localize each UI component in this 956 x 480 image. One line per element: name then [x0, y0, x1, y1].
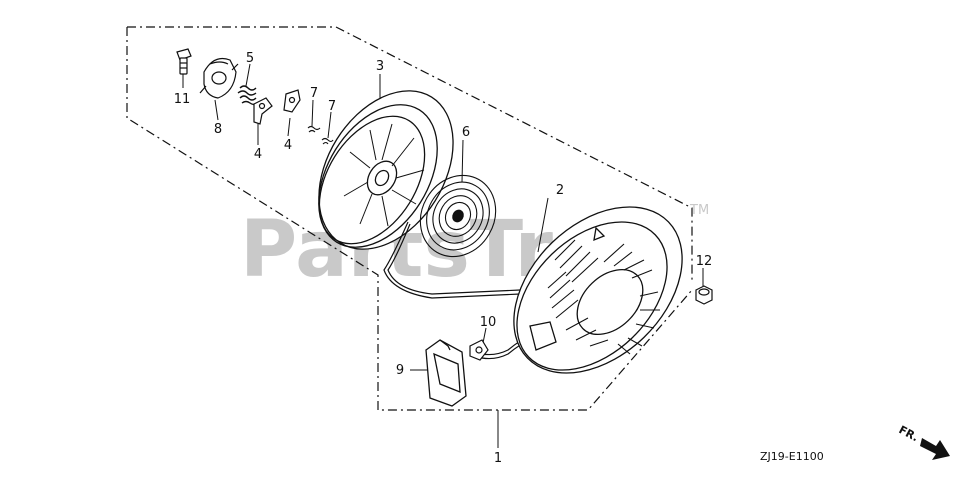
- callout-10: 10: [480, 315, 497, 330]
- small-spring-7-a: [307, 125, 321, 133]
- assembly-outline: [126, 26, 693, 411]
- front-arrow-icon: [920, 438, 950, 460]
- spring-5: [237, 85, 258, 106]
- small-spring-7-b: [321, 137, 334, 145]
- spiral-spring-6: [419, 174, 497, 258]
- rope-guide-10: [469, 339, 489, 361]
- diagram-code: ZJ19-E1100: [760, 450, 824, 463]
- bolt-11: [176, 48, 192, 75]
- front-direction-marker: FR.: [897, 423, 950, 460]
- reel-pulley-3: [318, 90, 454, 250]
- callout-12: 12: [696, 254, 713, 269]
- callout-1: 1: [494, 451, 502, 466]
- callout-6: 6: [462, 125, 470, 140]
- callout-7-b: 7: [328, 99, 336, 114]
- callout-3: 3: [376, 59, 384, 74]
- callout-4-b: 4: [284, 138, 292, 153]
- friction-plate-8: [199, 57, 239, 99]
- ratchet-4-a: [253, 97, 273, 125]
- callout-8: 8: [214, 122, 222, 137]
- callout-5: 5: [246, 51, 254, 66]
- callout-7-a: 7: [310, 86, 318, 101]
- front-direction-label: FR.: [897, 423, 921, 444]
- nut-12: [695, 285, 713, 305]
- watermark-trademark: TM: [689, 203, 709, 218]
- grip-handle-9: [425, 339, 467, 407]
- callout-9: 9: [396, 363, 404, 378]
- ratchet-4-b: [283, 89, 301, 113]
- starter-case-2: [513, 206, 683, 374]
- callout-4-a: 4: [254, 147, 262, 162]
- callout-2: 2: [556, 183, 564, 198]
- callout-11: 11: [174, 92, 191, 107]
